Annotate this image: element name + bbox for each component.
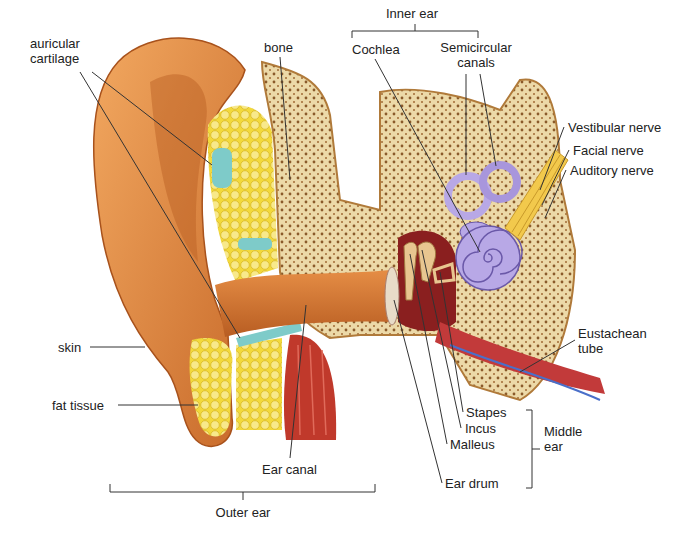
part-label: Auditory nerve — [570, 163, 654, 178]
part-label: Eustachean tube — [578, 326, 663, 356]
part-label: auricular cartilage — [30, 36, 115, 66]
part-label: skin — [58, 340, 81, 355]
part-label: Semicircular canals — [436, 40, 516, 70]
part-label: fat tissue — [52, 398, 104, 413]
part-label: Stapes — [466, 405, 506, 420]
part-label: bone — [264, 40, 293, 55]
part-label: Ear canal — [262, 462, 317, 477]
part-label: Outer ear — [213, 505, 273, 520]
part-label: Inner ear — [386, 6, 438, 21]
part-label: Malleus — [450, 437, 495, 452]
part-label: Middle ear — [544, 424, 594, 454]
part-label: Ear drum — [445, 476, 498, 491]
part-label: Incus — [465, 421, 496, 436]
part-label: Facial nerve — [573, 143, 644, 158]
part-label: Vestibular nerve — [568, 120, 661, 135]
part-label: Cochlea — [352, 42, 400, 57]
